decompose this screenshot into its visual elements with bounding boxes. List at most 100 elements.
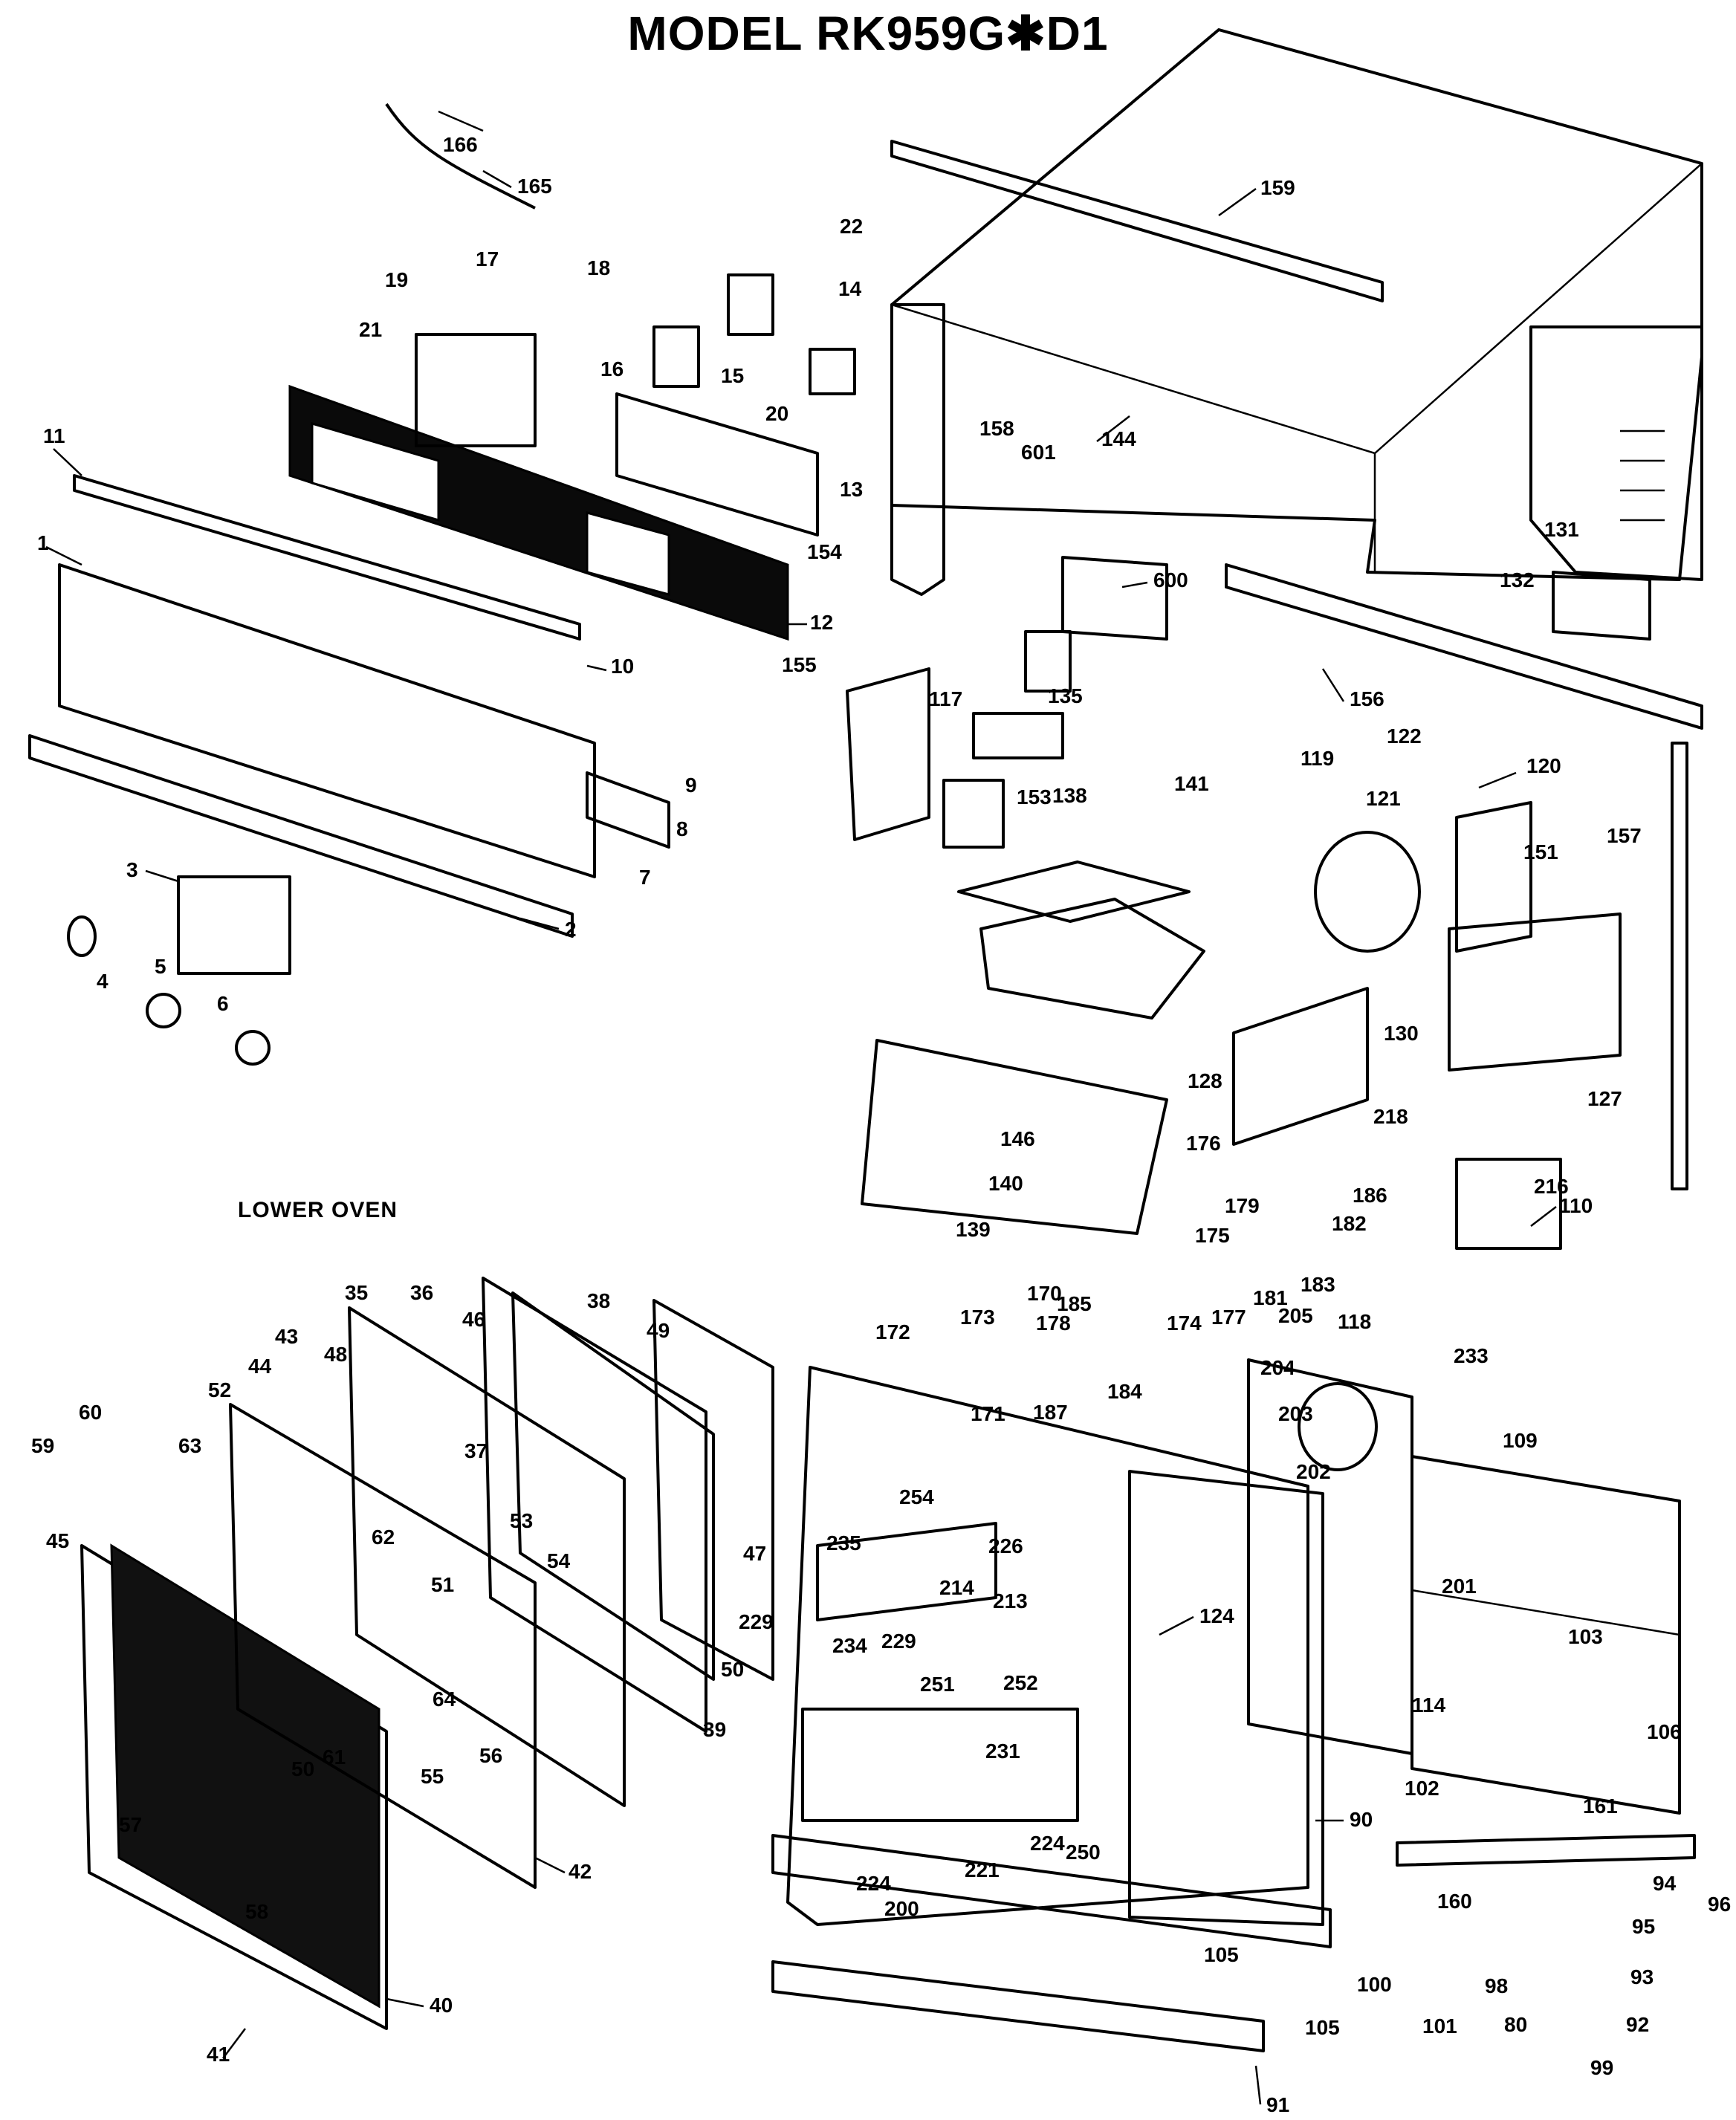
lower-oven-label: LOWER OVEN bbox=[238, 1198, 398, 1222]
callout-124: 124 bbox=[1199, 1604, 1234, 1627]
callout-21: 21 bbox=[359, 318, 382, 341]
callout-118: 118 bbox=[1338, 1310, 1371, 1333]
callout-98: 98 bbox=[1485, 1974, 1508, 1997]
callout-100: 100 bbox=[1357, 1973, 1392, 1996]
callout-161: 161 bbox=[1583, 1795, 1618, 1818]
callout-144: 144 bbox=[1101, 427, 1136, 450]
callout-62: 62 bbox=[372, 1526, 395, 1549]
callout-172: 172 bbox=[875, 1320, 910, 1343]
callout-165: 165 bbox=[517, 175, 552, 198]
callout-101: 101 bbox=[1422, 2014, 1457, 2038]
callout-12: 12 bbox=[810, 611, 833, 634]
callout-15: 15 bbox=[721, 364, 744, 387]
callout-47: 47 bbox=[743, 1542, 766, 1565]
callout-56: 56 bbox=[479, 1744, 502, 1767]
callout-90: 90 bbox=[1350, 1808, 1373, 1831]
callout-96: 96 bbox=[1708, 1893, 1731, 1916]
callout-7: 7 bbox=[639, 866, 651, 889]
callout-254: 254 bbox=[899, 1485, 934, 1508]
callout-157: 157 bbox=[1607, 824, 1642, 847]
callout-205: 205 bbox=[1278, 1304, 1313, 1327]
callout-50a: 50 bbox=[721, 1658, 744, 1681]
callout-39: 39 bbox=[703, 1718, 726, 1741]
callout-234: 234 bbox=[832, 1634, 867, 1657]
callout-138: 138 bbox=[1052, 784, 1087, 807]
callout-178: 178 bbox=[1036, 1312, 1071, 1335]
callout-174: 174 bbox=[1167, 1312, 1202, 1335]
oven-cavity bbox=[771, 1358, 1696, 2052]
callout-132: 132 bbox=[1500, 568, 1535, 591]
callout-18: 18 bbox=[587, 256, 610, 279]
callout-6: 6 bbox=[217, 992, 229, 1015]
callout-53: 53 bbox=[510, 1509, 533, 1532]
callout-160: 160 bbox=[1437, 1890, 1472, 1913]
callout-224b: 224 bbox=[1030, 1832, 1065, 1855]
callout-92: 92 bbox=[1626, 2013, 1649, 2036]
callout-36: 36 bbox=[410, 1281, 433, 1304]
callout-93: 93 bbox=[1630, 1965, 1654, 1988]
callout-58: 58 bbox=[245, 1900, 268, 1923]
callout-141: 141 bbox=[1174, 772, 1209, 795]
callout-63: 63 bbox=[178, 1434, 201, 1457]
callout-103: 103 bbox=[1568, 1625, 1603, 1648]
callout-200: 200 bbox=[884, 1897, 919, 1920]
callout-171: 171 bbox=[971, 1402, 1005, 1425]
callout-17: 17 bbox=[476, 247, 499, 270]
callout-9: 9 bbox=[685, 774, 697, 797]
callout-1: 1 bbox=[37, 531, 49, 554]
callout-204: 204 bbox=[1260, 1356, 1295, 1379]
callout-43: 43 bbox=[275, 1325, 298, 1348]
callout-251: 251 bbox=[920, 1673, 955, 1696]
callout-19: 19 bbox=[385, 268, 408, 291]
callout-135: 135 bbox=[1048, 684, 1083, 707]
callout-3: 3 bbox=[126, 858, 138, 881]
callout-46: 46 bbox=[462, 1308, 485, 1331]
callout-213: 213 bbox=[993, 1589, 1028, 1612]
callout-130: 130 bbox=[1384, 1022, 1419, 1045]
callout-42: 42 bbox=[569, 1860, 592, 1883]
callout-44: 44 bbox=[248, 1355, 272, 1378]
callout-91: 91 bbox=[1266, 2093, 1289, 2116]
callout-45: 45 bbox=[46, 1529, 69, 1552]
callout-labels: 1 2 3 4 5 6 7 8 9 10 11 12 13 14 15 16 1… bbox=[31, 133, 1731, 2116]
callout-176: 176 bbox=[1186, 1132, 1221, 1155]
callout-183: 183 bbox=[1301, 1273, 1335, 1296]
callout-224a: 224 bbox=[856, 1872, 891, 1895]
callout-105a: 105 bbox=[1204, 1943, 1239, 1966]
callout-106: 106 bbox=[1647, 1720, 1682, 1743]
callout-151: 151 bbox=[1523, 840, 1558, 863]
callout-121: 121 bbox=[1366, 787, 1401, 810]
callout-131: 131 bbox=[1544, 518, 1579, 541]
callout-229a: 229 bbox=[739, 1610, 774, 1633]
callout-119: 119 bbox=[1301, 747, 1334, 770]
callout-128: 128 bbox=[1188, 1069, 1222, 1092]
callout-114: 114 bbox=[1412, 1693, 1446, 1717]
callout-203: 203 bbox=[1278, 1402, 1313, 1425]
callout-179: 179 bbox=[1225, 1194, 1260, 1217]
callout-61: 61 bbox=[323, 1745, 346, 1769]
callout-231: 231 bbox=[985, 1740, 1020, 1763]
callout-177: 177 bbox=[1211, 1306, 1246, 1329]
lower-oven-door bbox=[80, 1277, 774, 2030]
callout-155: 155 bbox=[782, 653, 817, 676]
callout-13: 13 bbox=[840, 478, 863, 501]
callout-54: 54 bbox=[547, 1549, 571, 1572]
callout-2: 2 bbox=[565, 918, 577, 941]
callout-600: 600 bbox=[1153, 568, 1188, 591]
callout-109: 109 bbox=[1503, 1429, 1538, 1452]
callout-48: 48 bbox=[324, 1343, 347, 1366]
callout-22: 22 bbox=[840, 215, 863, 238]
callout-49: 49 bbox=[647, 1319, 670, 1342]
callout-170: 170 bbox=[1027, 1282, 1062, 1305]
callout-159: 159 bbox=[1260, 176, 1295, 199]
callout-10: 10 bbox=[611, 655, 634, 678]
callout-226: 226 bbox=[988, 1534, 1023, 1557]
callout-40: 40 bbox=[430, 1994, 453, 2017]
callout-166: 166 bbox=[443, 133, 478, 156]
callout-187: 187 bbox=[1033, 1401, 1068, 1424]
callout-139: 139 bbox=[956, 1218, 991, 1241]
callout-216: 216 bbox=[1534, 1175, 1569, 1198]
callout-214: 214 bbox=[939, 1576, 974, 1599]
callout-117: 117 bbox=[929, 687, 962, 710]
